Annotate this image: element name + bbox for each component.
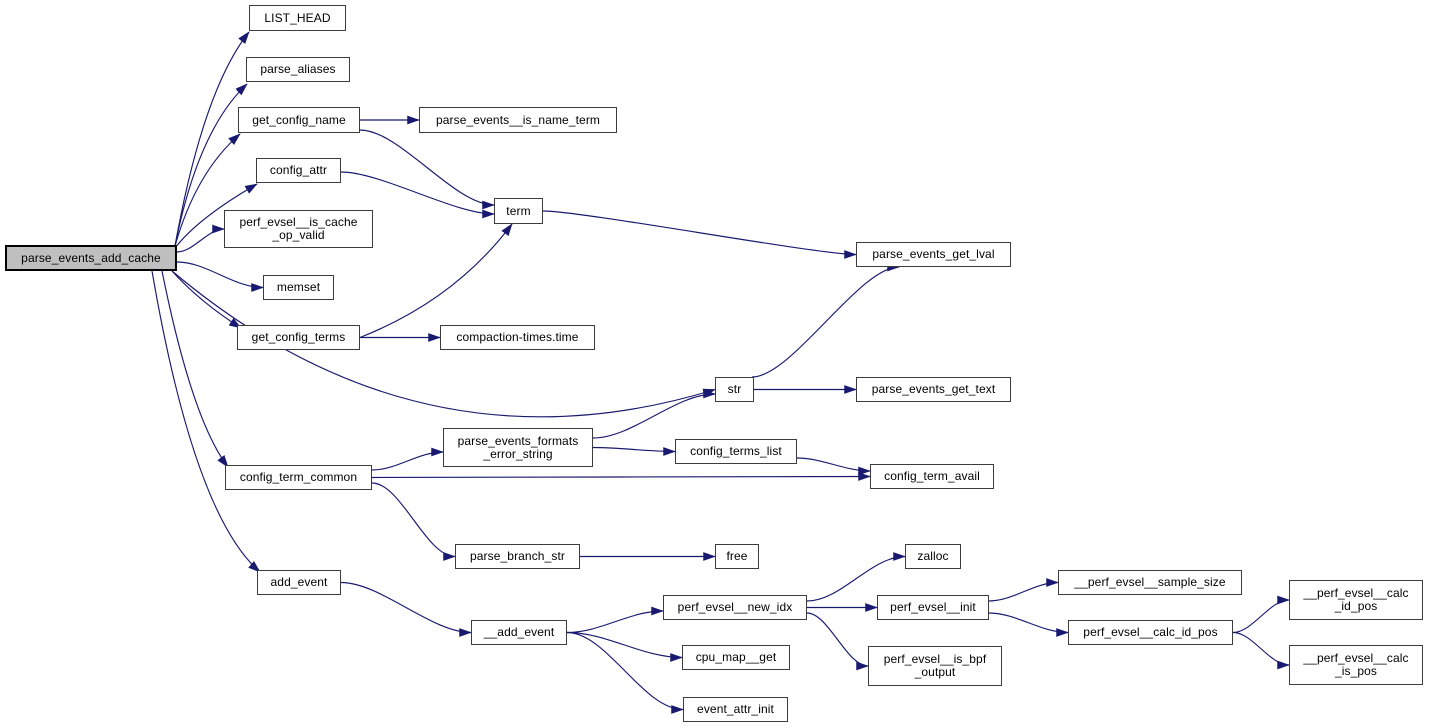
call-edge-perf_evsel__calc_id_pos--__perf_evsel__calc_id_pos bbox=[1232, 595, 1290, 634]
node-label: _op_valid bbox=[272, 228, 325, 242]
node-perf_evsel__init[interactable]: perf_evsel__init bbox=[877, 595, 989, 620]
call-edge-get_config_terms--term bbox=[359, 223, 513, 339]
call-edge-config_attr--term bbox=[340, 171, 495, 219]
node-cpu_map__get[interactable]: cpu_map__get bbox=[682, 645, 790, 670]
node-free[interactable]: free bbox=[715, 544, 759, 569]
node-parse_aliases[interactable]: parse_aliases bbox=[246, 57, 350, 82]
call-edge-parse_events_add_cache--get_config_terms bbox=[171, 270, 242, 329]
call-edge-parse_events_add_cache--config_term_common bbox=[161, 270, 229, 468]
node-LIST_HEAD[interactable]: LIST_HEAD bbox=[249, 5, 346, 31]
node-label: parse_events_formats bbox=[457, 433, 579, 448]
call-edge-str--parse_events_get_lval bbox=[751, 262, 900, 378]
node-term[interactable]: term bbox=[494, 198, 543, 224]
node-label: get_config_name bbox=[252, 112, 346, 127]
node-parse_events_formats_error_string[interactable]: parse_events_formats_error_string bbox=[443, 428, 593, 467]
call-edge-parse_events_add_cache--perf_evsel__is_cache_op_valid bbox=[176, 224, 225, 253]
call-edge-perf_evsel__init--perf_evsel__calc_id_pos bbox=[988, 612, 1069, 637]
node-label: parse_events_get_lval bbox=[872, 247, 995, 261]
node-memset[interactable]: memset bbox=[263, 275, 334, 300]
node-__add_event[interactable]: __add_event bbox=[471, 620, 567, 645]
node-perf_evsel__is_bpf_output[interactable]: perf_evsel__is_bpf_output bbox=[868, 646, 1002, 686]
node-label: config_attr bbox=[269, 163, 328, 177]
node-__perf_evsel__sample_size[interactable]: __perf_evsel__sample_size bbox=[1058, 570, 1242, 595]
call-edge-parse_events_add_cache--add_event bbox=[151, 270, 261, 573]
call-edge-__add_event--cpu_map__get bbox=[566, 631, 683, 662]
node-label: perf_evsel__calc_id_pos bbox=[1083, 625, 1218, 639]
node-label: compaction-times.time bbox=[456, 330, 579, 344]
node-event_attr_init[interactable]: event_attr_init bbox=[683, 697, 788, 722]
node-label: _error_string bbox=[483, 446, 553, 461]
call-edge-add_event--__add_event bbox=[340, 581, 472, 637]
node-label: str bbox=[727, 382, 742, 396]
node-label: term bbox=[506, 203, 531, 218]
node-str[interactable]: str bbox=[715, 377, 754, 402]
call-edge-parse_events_formats_error_string--str bbox=[592, 389, 716, 439]
node-compaction-times.time[interactable]: compaction-times.time bbox=[440, 325, 595, 350]
node-label: parse_branch_str bbox=[470, 549, 565, 563]
node-label: config_term_avail bbox=[884, 469, 980, 483]
call-edge-perf_evsel__init--__perf_evsel__sample_size bbox=[988, 578, 1059, 602]
node-perf_evsel__new_idx[interactable]: perf_evsel__new_idx bbox=[663, 595, 807, 620]
node-parse_events_add_cache: parse_events_add_cache bbox=[5, 245, 177, 271]
node-label: __add_event bbox=[483, 625, 555, 639]
node-label: config_terms_list bbox=[690, 444, 782, 458]
node-label: free bbox=[726, 549, 748, 563]
node-label: __perf_evsel__calc bbox=[1303, 651, 1409, 665]
call-edge-term--parse_events_get_lval bbox=[542, 210, 857, 259]
node-zalloc[interactable]: zalloc bbox=[905, 544, 961, 569]
node-label: cpu_map__get bbox=[695, 650, 777, 664]
call-edge-perf_evsel__calc_id_pos--__perf_evsel__calc_is_pos bbox=[1232, 631, 1290, 670]
call-edge-config_terms_list--config_term_avail bbox=[796, 457, 871, 476]
call-edge-__add_event--perf_evsel__new_idx bbox=[566, 606, 664, 634]
node-label: __perf_evsel__calc bbox=[1303, 586, 1409, 600]
node-label: config_term_common bbox=[239, 470, 358, 484]
node-__perf_evsel__calc_is_pos[interactable]: __perf_evsel__calc_is_pos bbox=[1289, 645, 1423, 685]
node-label: zalloc bbox=[917, 549, 949, 563]
node-label: parse_events_add_cache bbox=[21, 250, 161, 265]
node-label: event_attr_init bbox=[697, 702, 774, 716]
node-label: _output bbox=[914, 665, 956, 679]
node-config_terms_list[interactable]: config_terms_list bbox=[675, 439, 797, 464]
node-get_config_name[interactable]: get_config_name bbox=[238, 107, 360, 133]
call-edge-config_term_common--parse_branch_str bbox=[371, 482, 456, 561]
call-edge-parse_events_add_cache--memset bbox=[176, 261, 264, 292]
node-config_term_avail[interactable]: config_term_avail bbox=[870, 464, 994, 489]
node-label: parse_events_get_text bbox=[871, 382, 996, 396]
node-get_config_terms[interactable]: get_config_terms bbox=[237, 325, 360, 350]
node-config_attr[interactable]: config_attr bbox=[256, 158, 341, 183]
node-add_event[interactable]: add_event bbox=[257, 570, 341, 595]
node-label: perf_evsel__is_cache bbox=[239, 215, 358, 229]
node-label: _id_pos bbox=[1334, 599, 1378, 613]
node-config_term_common[interactable]: config_term_common bbox=[225, 465, 372, 490]
node-perf_evsel__calc_id_pos[interactable]: perf_evsel__calc_id_pos bbox=[1068, 620, 1233, 645]
call-edge-config_term_common--parse_events_formats_error_string bbox=[371, 447, 444, 471]
node-label: parse_aliases bbox=[260, 62, 336, 76]
node-label: memset bbox=[276, 280, 321, 294]
node-parse_events_get_lval[interactable]: parse_events_get_lval bbox=[856, 242, 1011, 267]
node-__perf_evsel__calc_id_pos[interactable]: __perf_evsel__calc_id_pos bbox=[1289, 580, 1423, 620]
call-edge-get_config_name--term bbox=[359, 129, 495, 210]
call-edge-parse_events_formats_error_string--config_terms_list bbox=[592, 446, 676, 456]
node-label: _is_pos bbox=[1334, 664, 1378, 678]
node-label: perf_evsel__new_idx bbox=[677, 600, 793, 614]
node-label: __perf_evsel__sample_size bbox=[1074, 575, 1226, 589]
node-label: parse_events__is_name_term bbox=[435, 112, 601, 127]
call-edge-perf_evsel__new_idx--perf_evsel__is_bpf_output bbox=[806, 612, 869, 671]
node-parse_events__is_name_term[interactable]: parse_events__is_name_term bbox=[419, 107, 617, 133]
node-label: add_event bbox=[270, 575, 328, 589]
call-edge-__add_event--event_attr_init bbox=[566, 631, 684, 714]
node-label: get_config_terms bbox=[251, 330, 346, 344]
node-parse_branch_str[interactable]: parse_branch_str bbox=[455, 544, 580, 569]
call-edge-config_term_common--config_term_avail bbox=[371, 472, 871, 481]
node-label: perf_evsel__is_bpf bbox=[883, 652, 987, 666]
node-label: perf_evsel__init bbox=[890, 600, 976, 614]
node-perf_evsel__is_cache_op_valid[interactable]: perf_evsel__is_cache_op_valid bbox=[224, 210, 373, 248]
node-parse_events_get_text[interactable]: parse_events_get_text bbox=[856, 377, 1011, 402]
node-label: LIST_HEAD bbox=[264, 10, 331, 25]
